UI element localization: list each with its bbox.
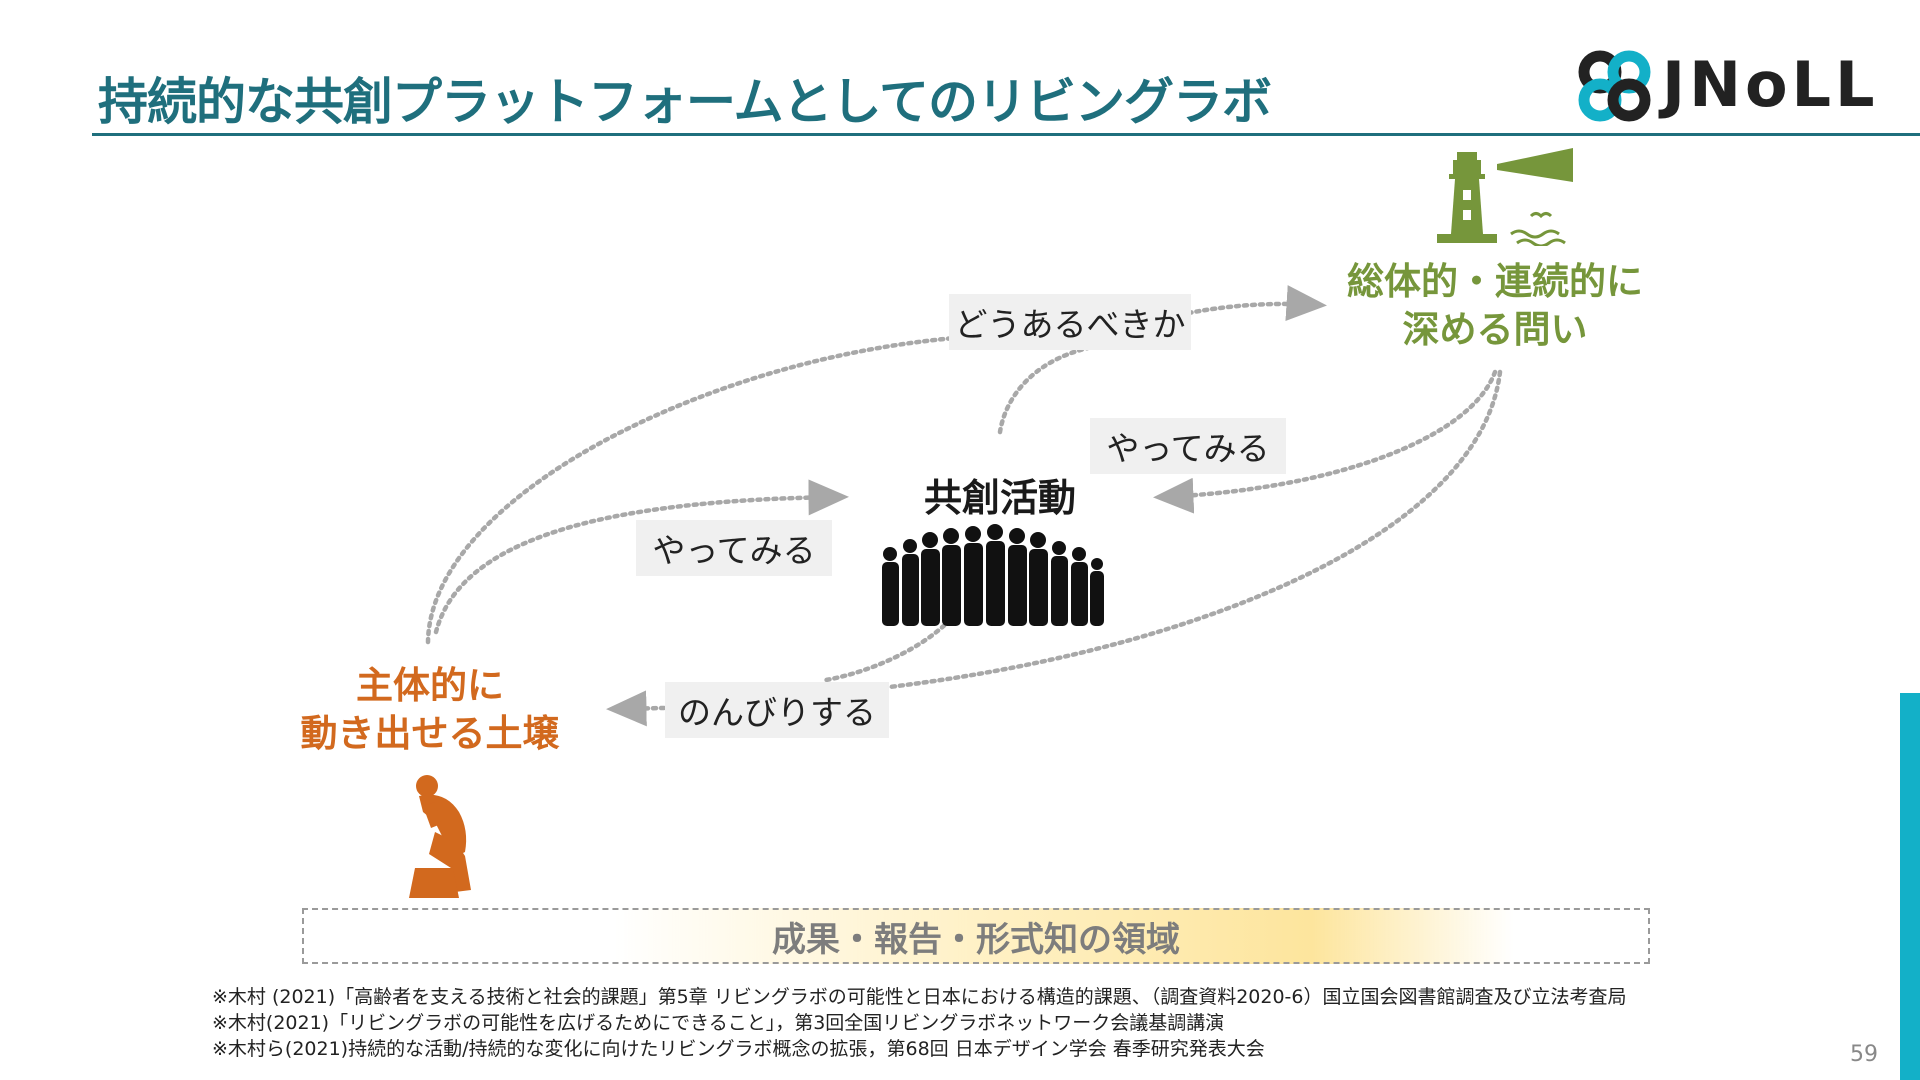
chain-link-icon (1578, 50, 1651, 122)
tag-try-it-left: やってみる (636, 520, 832, 576)
title-underline (92, 133, 1920, 136)
footnote-3: ※木村ら(2021)持続的な活動/持続的な変化に向けたリビングラボ概念の拡張，第… (212, 1038, 1265, 1060)
tag-take-it-easy: のんびりする (665, 682, 889, 738)
arrow-left-to-top (425, 335, 958, 645)
jnoll-logo (1578, 50, 1651, 122)
tag-try-it-right: やってみる (1090, 418, 1286, 474)
page-number: 59 (1850, 1042, 1878, 1067)
arrow-center-to-tag (823, 617, 953, 683)
arrow-top-to-tag (869, 369, 1503, 692)
thinker-statue-icon (409, 775, 471, 898)
concept-holistic-inquiry: 総体的・連続的に 深める問い (1330, 258, 1660, 354)
concept-left-line2: 動き出せる土壌 (300, 712, 560, 755)
concept-left-line1: 主体的に (356, 664, 504, 707)
arrow-center-up (997, 345, 1091, 435)
footnote-1: ※木村 (2021)「高齢者を支える技術と社会的課題」第5章 リビングラボの可能… (212, 986, 1627, 1008)
outcome-area: 成果・報告・形式知の領域 (302, 908, 1650, 964)
crowd-silhouette-icon (882, 524, 1104, 626)
page-title: 持続的な共創プラットフォームとしてのリビングラボ (98, 73, 1272, 131)
tag-how-should-be: どうあるべきか (949, 294, 1191, 350)
footnote-2: ※木村(2021)「リビングラボの可能性を広げるためにできること」，第3回全国リ… (212, 1012, 1225, 1034)
arrow-top-to-center (1153, 369, 1498, 514)
accent-side-bar (1900, 693, 1920, 1080)
arrow-left-to-center (433, 479, 849, 635)
lighthouse-icon (1437, 148, 1573, 246)
concept-proactive-ground: 主体的に 動き出せる土壌 (270, 662, 590, 758)
concept-top-line2: 深める問い (1402, 308, 1588, 351)
concept-co-creation: 共創活動 (923, 476, 1076, 520)
concept-top-line1: 総体的・連続的に (1347, 260, 1643, 303)
logo-wordmark: JNoLL (1662, 48, 1879, 121)
arrow-tag-to-left (606, 690, 667, 727)
